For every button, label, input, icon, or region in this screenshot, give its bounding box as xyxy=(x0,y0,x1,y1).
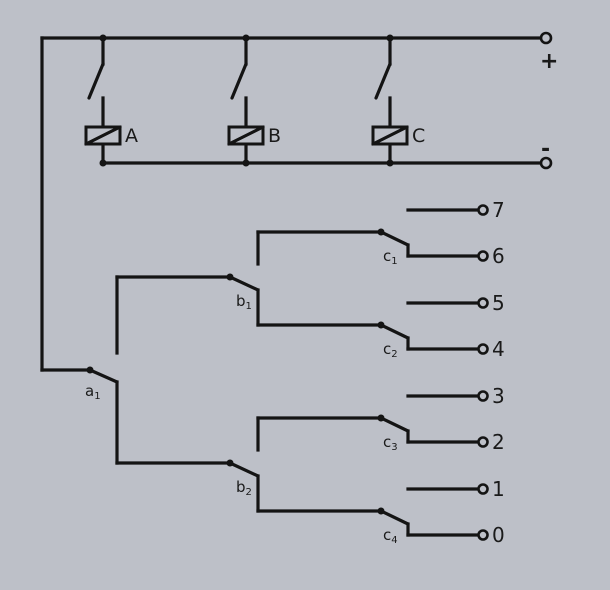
output-7-terminal xyxy=(477,204,489,216)
a1-label: a1 xyxy=(85,382,101,402)
junction-dot xyxy=(386,159,394,167)
output-6: 6 xyxy=(406,244,505,268)
output-3-label: 3 xyxy=(492,384,505,408)
negative-label: - xyxy=(541,137,550,162)
b1-label: b1 xyxy=(236,292,252,312)
relay-a: A xyxy=(84,34,138,167)
junction-dot xyxy=(99,159,107,167)
c2-label-sub: 2 xyxy=(391,349,397,360)
output-6-label: 6 xyxy=(492,244,505,268)
relay-c: C xyxy=(371,34,425,167)
c4-label-letter: c xyxy=(383,526,391,544)
output-4-label: 4 xyxy=(492,337,505,361)
negative-terminal xyxy=(539,156,553,170)
output-7-label: 7 xyxy=(492,198,505,222)
c1-label: c1 xyxy=(383,247,398,267)
b1-blade xyxy=(228,275,260,292)
output-4-terminal xyxy=(477,343,489,355)
c1-label-letter: c xyxy=(383,247,391,265)
c2-blade xyxy=(379,323,410,340)
b2-label-letter: b xyxy=(236,478,246,496)
output-2-terminal xyxy=(477,436,489,448)
relay-b-label: B xyxy=(268,125,281,147)
output-2: 2 xyxy=(406,430,505,454)
positive-terminal xyxy=(539,31,553,45)
output-3: 3 xyxy=(406,384,505,408)
output-1-label: 1 xyxy=(492,477,505,501)
c4-label: c4 xyxy=(383,526,398,546)
c1-blade xyxy=(379,230,410,247)
contact-c4: c4 xyxy=(377,507,410,546)
output-5-terminal xyxy=(477,297,489,309)
relay-b-coil-slash xyxy=(227,125,265,146)
positive-label: + xyxy=(540,49,558,74)
contact-c2: c2 xyxy=(377,321,410,360)
c3-label: c3 xyxy=(383,433,398,453)
contact-c1: c1 xyxy=(377,228,410,267)
supply-section: + - xyxy=(40,31,558,372)
output-7: 7 xyxy=(406,198,505,222)
output-5-label: 5 xyxy=(492,291,505,315)
relay-a-switch xyxy=(87,62,105,100)
a1-label-sub: 1 xyxy=(94,391,100,402)
output-0-label: 0 xyxy=(492,523,505,547)
c4-label-sub: 4 xyxy=(391,535,397,546)
c2-label: c2 xyxy=(383,340,398,360)
contact-a1: a1 xyxy=(85,275,232,465)
a1-label-letter: a xyxy=(85,382,94,400)
output-6-terminal xyxy=(477,250,489,262)
relay-c-coil-slash xyxy=(371,125,409,146)
output-1: 1 xyxy=(406,477,505,501)
b1-label-letter: b xyxy=(236,292,246,310)
contact-b2: b2 xyxy=(226,416,383,513)
relay-c-label: C xyxy=(412,125,425,147)
relay-a-label: A xyxy=(125,125,138,147)
relay-c-switch xyxy=(374,62,392,100)
output-3-terminal xyxy=(477,390,489,402)
c3-blade xyxy=(379,416,410,433)
junction-dot xyxy=(242,159,250,167)
c3-label-sub: 3 xyxy=(391,442,397,453)
relay-a-coil-slash xyxy=(84,125,122,146)
relay-b-switch xyxy=(230,62,248,100)
b2-label-sub: 2 xyxy=(246,487,252,498)
c1-label-sub: 1 xyxy=(391,256,397,267)
b2-label: b2 xyxy=(236,478,252,498)
output-0-terminal xyxy=(477,529,489,541)
output-4: 4 xyxy=(406,337,505,361)
outputs: 7 6 5 4 3 2 1 xyxy=(406,198,505,547)
c2-label-letter: c xyxy=(383,340,391,358)
b2-blade xyxy=(228,461,260,478)
output-1-terminal xyxy=(477,483,489,495)
a1-blade xyxy=(88,368,119,384)
c4-blade xyxy=(379,509,410,526)
contact-c3: c3 xyxy=(377,414,410,453)
output-0: 0 xyxy=(406,523,505,547)
b1-label-sub: 1 xyxy=(246,301,252,312)
relay-b: B xyxy=(227,34,281,167)
contact-b1: b1 xyxy=(226,230,383,327)
output-5: 5 xyxy=(406,291,505,315)
c3-label-letter: c xyxy=(383,433,391,451)
output-2-label: 2 xyxy=(492,430,505,454)
